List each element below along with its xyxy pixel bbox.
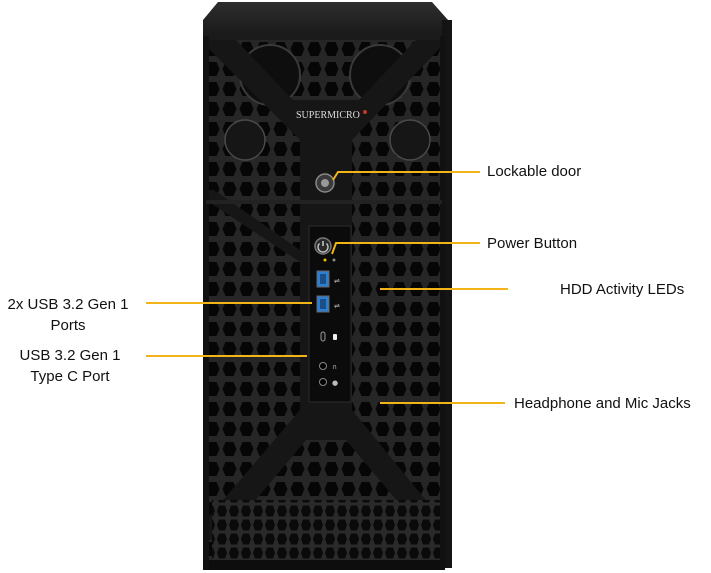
usb-c-icon[interactable] bbox=[320, 331, 337, 342]
usb-icon[interactable] bbox=[316, 270, 330, 288]
front-io-panel: ⇌ ⇌ ∩ ● bbox=[308, 225, 352, 403]
label-usb-c-port: USB 3.2 Gen 1 Type C Port bbox=[0, 346, 140, 386]
headphone-icon[interactable]: ∩ bbox=[319, 362, 338, 372]
brand-logo-icon: SUPERMICRO bbox=[296, 110, 367, 121]
microphone-icon[interactable]: ● bbox=[319, 378, 339, 388]
label-headphone-mic-jacks: Headphone and Mic Jacks bbox=[514, 395, 691, 412]
hdd-activity-led bbox=[323, 258, 336, 262]
usb-icon[interactable] bbox=[316, 295, 330, 313]
label-usb-a-line1: 2x USB 3.2 Gen 1 bbox=[7, 296, 129, 313]
bottom-mesh-band bbox=[212, 500, 440, 560]
svg-text:∩: ∩ bbox=[332, 363, 337, 371]
label-usb-a-line2: Ports bbox=[50, 317, 86, 334]
label-lockable-door: Lockable door bbox=[487, 163, 582, 180]
power-icon[interactable] bbox=[314, 237, 332, 255]
label-power-button: Power Button bbox=[487, 235, 578, 252]
svg-text:●: ● bbox=[332, 379, 338, 387]
callout-line-lockable-door bbox=[332, 171, 480, 181]
label-usb-a-ports: 2x USB 3.2 Gen 1 Ports bbox=[0, 295, 136, 335]
callout-lines bbox=[146, 171, 508, 404]
brand-logo: SUPERMICRO bbox=[296, 110, 360, 121]
callout-line-power-button bbox=[331, 242, 480, 255]
label-usb-c-line2: Type C Port bbox=[30, 368, 110, 385]
label-usb-c-line1: USB 3.2 Gen 1 bbox=[19, 347, 121, 364]
label-hdd-activity-leds: HDD Activity LEDs bbox=[560, 281, 685, 298]
lock-icon[interactable] bbox=[315, 173, 335, 193]
svg-text:⇌: ⇌ bbox=[334, 277, 340, 285]
svg-text:⇌: ⇌ bbox=[334, 302, 340, 310]
base bbox=[203, 560, 445, 570]
chassis-right-edge bbox=[442, 20, 452, 568]
top-cap bbox=[203, 2, 448, 38]
